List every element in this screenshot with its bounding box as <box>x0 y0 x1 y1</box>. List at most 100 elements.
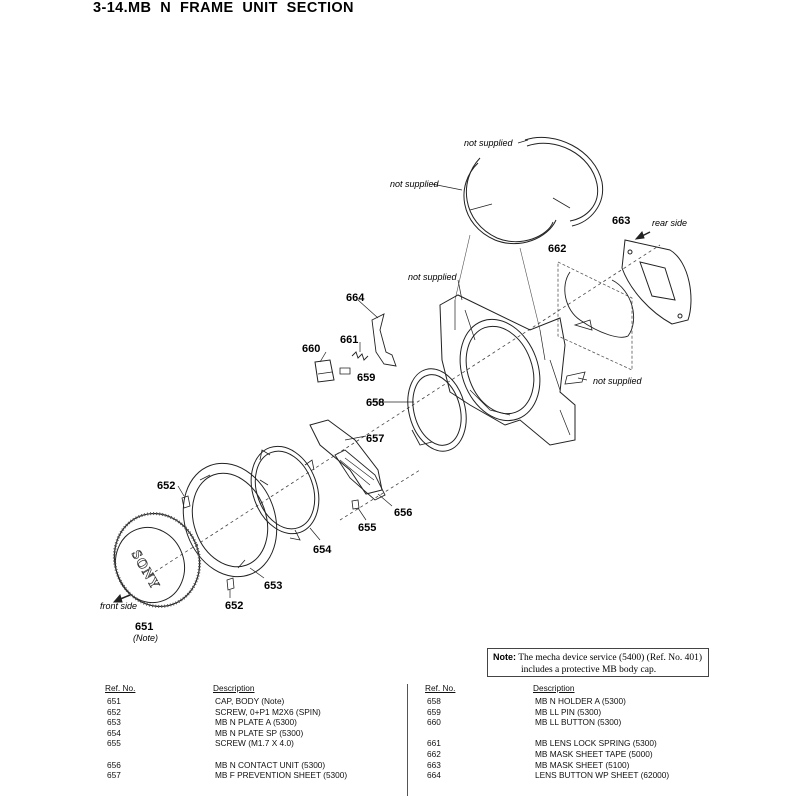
description-header: Description <box>213 683 255 693</box>
callout-651-note: (Note) <box>133 633 158 643</box>
mask-sheet-tape-662 <box>564 271 635 338</box>
note-line-1: The mecha device service (5400) (Ref. No… <box>518 653 703 663</box>
page-title: 3-14.MB N FRAME UNIT SECTION <box>93 0 354 16</box>
part-description: LENS BUTTON WP SHEET (62000) <box>535 770 670 781</box>
part-description: MB N CONTACT UNIT (5300) <box>215 759 326 770</box>
callout-663: 663 <box>612 215 630 227</box>
table-row: 662 MB MASK SHEET TAPE (5000) <box>425 749 669 760</box>
label-front-side: front side <box>100 601 137 611</box>
mount-plate-653 <box>182 462 278 578</box>
table-row: 664 LENS BUTTON WP SHEET (62000) <box>425 770 669 781</box>
plate-sp-ring-654 <box>250 445 320 541</box>
assembly-axis-line <box>149 244 661 576</box>
not-supplied-tab <box>564 371 586 385</box>
callout-661: 661 <box>340 334 358 346</box>
callout-651: 651 <box>135 621 153 633</box>
ref-number: 651 <box>107 696 121 706</box>
table-row <box>105 749 347 760</box>
part-description: MB MASK SHEET (5100) <box>535 759 630 770</box>
frame-body-not-supplied <box>439 294 576 446</box>
lens-lock-spring-661 <box>351 351 369 361</box>
callout-660: 660 <box>302 343 320 355</box>
not-supplied-ring-rear <box>524 136 604 227</box>
callout-659: 659 <box>357 372 375 384</box>
callout-654: 654 <box>313 544 332 556</box>
table-row: 651 CAP, BODY (Note) <box>105 696 347 707</box>
body-cap-651 <box>112 512 202 608</box>
ref-number: 657 <box>107 770 121 781</box>
ref-number <box>105 749 215 760</box>
ref-number: 661 <box>427 738 441 749</box>
ref-number: 662 <box>427 748 441 759</box>
callout-655: 655 <box>358 522 376 534</box>
label-not-supplied-1: not supplied <box>464 138 514 148</box>
callout-657: 657 <box>366 433 384 445</box>
table-row: 653 MB N PLATE A (5300) <box>105 717 347 728</box>
lens-button-wp-sheet-664 <box>371 313 397 367</box>
screw-652-bottom <box>226 577 235 591</box>
ref-header: Ref. No. <box>105 683 136 693</box>
table-row: 657 MB F PREVENTION SHEET (5300) <box>105 770 347 781</box>
ref-number: 655 <box>107 738 121 749</box>
table-row: 654 MB N PLATE SP (5300) <box>105 728 347 739</box>
lens-lock-button-660 <box>314 359 335 383</box>
prevention-sheet-657 <box>309 419 383 495</box>
part-description: SCREW, 0+P1 M2X6 (SPIN) <box>215 706 321 717</box>
ref-number: 659 <box>427 706 441 717</box>
ref-number: 653 <box>107 717 121 728</box>
ref-number: 658 <box>427 696 441 706</box>
note-line-2: includes a protective MB body cap. <box>521 665 657 675</box>
table-row <box>425 728 669 739</box>
part-description: MB LL PIN (5300) <box>535 706 602 717</box>
part-description: MB F PREVENTION SHEET (5300) <box>215 770 348 781</box>
table-row: 661 MB LENS LOCK SPRING (5300) <box>425 738 669 749</box>
holder-ring-658 <box>407 368 467 452</box>
note-label: Note: <box>493 652 516 662</box>
table-row: 655 SCREW (M1.7 X 4.0) <box>105 738 347 749</box>
callout-653: 653 <box>264 580 282 592</box>
callout-658: 658 <box>366 397 384 409</box>
label-rear-side: rear side <box>652 218 687 228</box>
ref-number: 654 <box>107 727 121 738</box>
ref-number: 656 <box>107 759 121 770</box>
table-row: 656 MB N CONTACT UNIT (5300) <box>105 760 347 771</box>
not-supplied-ring-front <box>463 157 557 245</box>
ref-number <box>425 728 535 739</box>
ref-number: 663 <box>427 759 441 770</box>
ref-header: Ref. No. <box>425 683 456 693</box>
table-row: 663 MB MASK SHEET (5100) <box>425 760 669 771</box>
label-not-supplied-3: not supplied <box>408 272 458 282</box>
contact-unit-656 <box>334 449 386 501</box>
mask-tape-group-box <box>557 261 633 371</box>
table-row: 652 SCREW, 0+P1 M2X6 (SPIN) <box>105 707 347 718</box>
part-description: MB MASK SHEET TAPE (5000) <box>535 748 653 759</box>
part-description: MB LENS LOCK SPRING (5300) <box>535 738 657 749</box>
callout-652-bottom: 652 <box>225 600 243 612</box>
ref-number: 652 <box>107 706 121 717</box>
part-description: CAP, BODY (Note) <box>215 696 285 706</box>
part-description: MB N PLATE A (5300) <box>215 717 297 728</box>
callout-leader-lines <box>177 139 588 598</box>
mask-sheet-663 <box>621 239 692 325</box>
table-row: 659 MB LL PIN (5300) <box>425 707 669 718</box>
parts-table-left: Ref. No. Description 651 CAP, BODY (Note)… <box>105 683 347 781</box>
callout-652-top: 652 <box>157 480 175 492</box>
callout-656: 656 <box>394 507 412 519</box>
ref-number: 664 <box>427 770 441 781</box>
description-header: Description <box>533 683 575 693</box>
part-description: SCREW (M1.7 X 4.0) <box>215 738 294 749</box>
note-box: Note: The mecha device service (5400) (R… <box>487 648 709 677</box>
ll-pin-659 <box>339 367 351 375</box>
label-not-supplied-2: not supplied <box>390 179 440 189</box>
screw-652-top <box>181 495 191 509</box>
callout-664: 664 <box>346 292 365 304</box>
part-description: MB LL BUTTON (5300) <box>535 717 622 728</box>
ref-number: 660 <box>427 717 441 728</box>
label-not-supplied-4: not supplied <box>593 376 643 386</box>
part-description: MB N PLATE SP (5300) <box>215 727 304 738</box>
table-row: 660 MB LL BUTTON (5300) <box>425 717 669 728</box>
screw-655 <box>351 499 360 510</box>
